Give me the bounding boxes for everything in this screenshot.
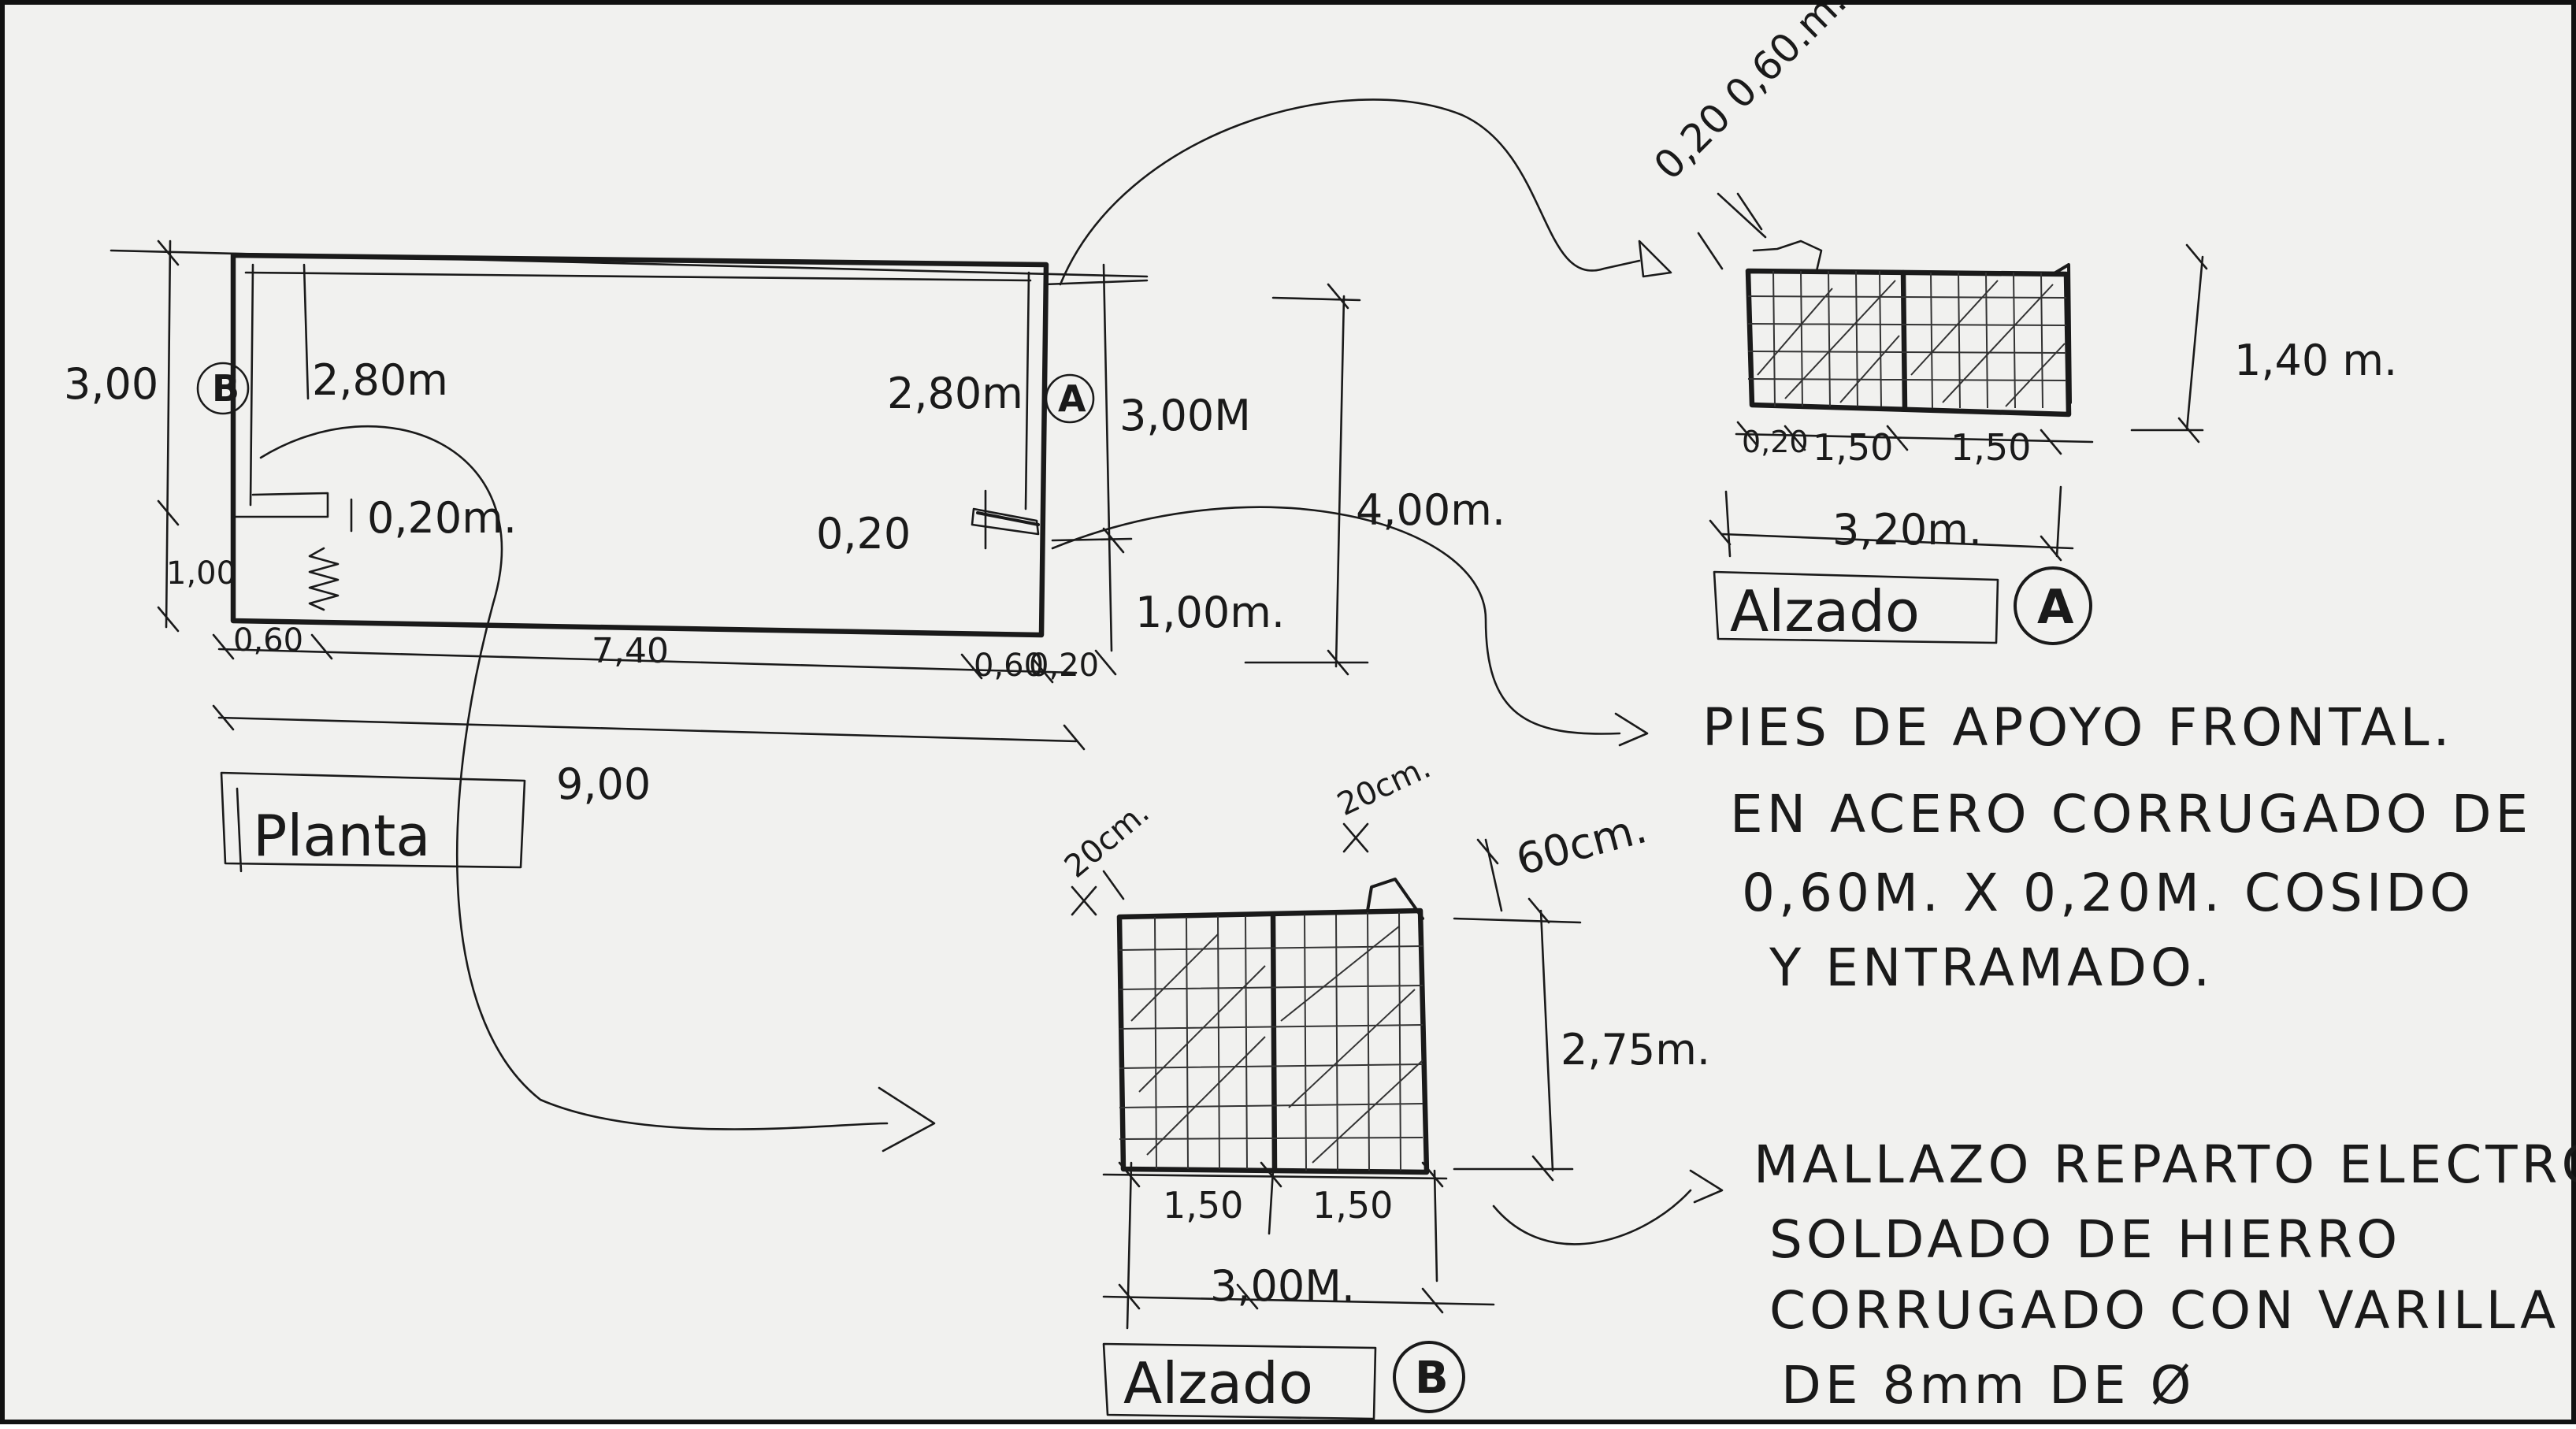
plan-dim-side-a: 3,00M	[1119, 391, 1251, 440]
hand-drawing: 3,00 B 2,80m 0,20m. 1,00 0,60 7,40 0,60 …	[64, 5, 2576, 1420]
note-supports-line-4: Y ENTRAMADO.	[1769, 937, 2214, 998]
elev-b-height: 2,75m.	[1561, 1025, 1710, 1075]
circle-b-elev	[1393, 1341, 1465, 1413]
elev-b-top-left: 20cm.	[1058, 794, 1156, 885]
note-supports-line-2: EN ACERO CORRUGADO DE	[1730, 784, 2532, 844]
plan-inner-top	[244, 271, 1032, 282]
elev-a-total: 3,20m.	[1832, 505, 1982, 555]
note-mesh: MALLAZO REPARTO ELECTRO- SOLDADO DE HIER…	[1754, 1134, 2576, 1416]
plan-label: Planta	[253, 803, 431, 869]
elev-b-bottom-right: 1,50	[1312, 1184, 1393, 1227]
elev-a-circle-label: A	[2037, 580, 2074, 635]
elev-a-bottom-mid: 1,50	[1813, 426, 1893, 469]
circle-a-elev	[2014, 566, 2092, 645]
elev-b-bottom-left: 1,50	[1163, 1184, 1243, 1227]
connector-curves	[259, 98, 1724, 1245]
elev-b-label: Alzado	[1123, 1350, 1313, 1416]
elev-a-outline	[1745, 268, 2072, 418]
plan-dim-side-b: 3,00	[64, 359, 158, 409]
elev-b-circle-label: B	[1415, 1353, 1449, 1404]
curve-plan-to-elev-a	[1059, 98, 1641, 286]
note-mesh-line-2: SOLDADO DE HIERRO	[1769, 1209, 2401, 1270]
note-supports-line-1: PIES DE APOYO FRONTAL.	[1702, 697, 2454, 758]
elev-a-mesh	[1747, 270, 2067, 409]
plan-view	[109, 239, 1369, 873]
plan-dim-gap-b: 0,20m.	[367, 493, 517, 543]
elevation-b	[1071, 822, 1582, 1420]
elev-a-label: Alzado	[1730, 578, 1920, 644]
plan-dim-leg-a: 1,00m.	[1135, 588, 1285, 637]
plan-dim-bottom-right2: 0,20	[1029, 648, 1099, 684]
plan-spring	[308, 547, 340, 611]
elev-b-total: 3,00M.	[1210, 1261, 1355, 1311]
plan-dim-bottom-left: 0,60	[233, 622, 303, 659]
plan-dim-leg-b: 1,00	[166, 555, 236, 592]
plan-dim-gap-a: 0,20	[816, 509, 911, 559]
circle-a-plan	[1045, 373, 1095, 424]
plan-wall-a	[971, 271, 1040, 536]
elev-a-label-box	[1713, 570, 1999, 644]
curve-plan-to-elev-b	[259, 425, 889, 1130]
elev-b-support	[1366, 878, 1424, 920]
circle-b-plan	[196, 362, 250, 415]
plan-outline	[230, 252, 1049, 638]
elev-b-label-box	[1102, 1342, 1377, 1420]
elev-b-top-extra: 60cm.	[1511, 803, 1652, 885]
note-mesh-line-1: MALLAZO REPARTO ELECTRO-	[1754, 1134, 2576, 1195]
plan-wall-b	[232, 263, 329, 518]
note-mesh-line-4: DE 8mm DE Ø	[1781, 1355, 2196, 1416]
plan-dim-total: 9,00	[556, 759, 651, 809]
curve-to-note-supports	[1051, 506, 1621, 735]
plan-circle-a-label: A	[1058, 377, 1086, 420]
elev-b-mesh	[1119, 911, 1423, 1171]
elev-b-top-right: 20cm.	[1332, 749, 1436, 823]
elev-a-bottom-right: 1,50	[1951, 426, 2031, 469]
elev-a-support	[1752, 239, 1823, 273]
plan-label-box	[220, 771, 526, 873]
elevation-a	[1638, 192, 2208, 645]
plan-dim-inner-b: 2,80m	[312, 355, 448, 405]
elev-a-top-dim: 0,20 0,60.m.	[1645, 5, 1855, 188]
plan-dim-overall: 4,00m.	[1356, 485, 1505, 535]
elev-a-bottom-left: 0,20	[1742, 425, 1809, 459]
plan-dim-inner-a: 2,80m	[887, 369, 1023, 418]
curve-to-note-mesh	[1492, 1189, 1692, 1245]
note-supports: PIES DE APOYO FRONTAL. EN ACERO CORRUGAD…	[1702, 697, 2532, 998]
plan-dim-bottom-mid: 7,40	[592, 631, 669, 671]
note-mesh-line-3: CORRUGADO CON VARILLA	[1769, 1280, 2559, 1341]
plan-circle-b-label: B	[212, 367, 239, 410]
note-supports-line-3: 0,60M. X 0,20M. COSIDO	[1742, 863, 2474, 923]
elev-b-outline	[1116, 908, 1430, 1175]
plan-dim-bottom-right: 0,60	[974, 648, 1044, 684]
elev-a-height: 1,40 m.	[2234, 336, 2397, 385]
